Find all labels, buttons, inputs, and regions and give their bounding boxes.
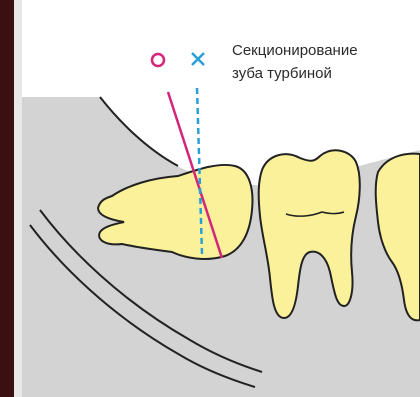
circle-marker-icon	[152, 54, 164, 66]
caption-line-1: Секционирование	[232, 42, 358, 59]
cross-marker-icon	[192, 53, 204, 65]
caption-line-2: зуба турбиной	[232, 65, 332, 82]
page-edge-light	[14, 0, 22, 397]
page-edge-bar	[0, 0, 14, 397]
